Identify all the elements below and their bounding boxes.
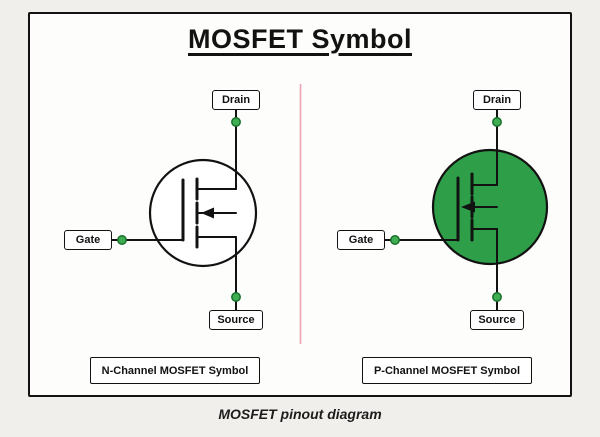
terminal-dot [492,292,502,302]
p-channel-caption-box: P-Channel MOSFET Symbol [362,357,532,384]
n-source-label: Source [209,310,263,330]
p-channel-symbol [384,109,549,311]
p-source-label: Source [470,310,524,330]
p-gate-label: Gate [337,230,385,250]
n-gate-label: Gate [64,230,112,250]
p-drain-label: Drain [473,90,521,110]
n-channel-arrow-icon [201,207,214,219]
terminal-dot [231,117,241,127]
n-channel-caption-box: N-Channel MOSFET Symbol [90,357,260,384]
footer-caption: MOSFET pinout diagram [218,406,382,422]
terminal-dot [231,292,241,302]
n-drain-label: Drain [212,90,260,110]
p-channel-arrow-icon [461,201,475,213]
terminal-dot [492,117,502,127]
n-channel-symbol [111,109,258,311]
diagram-title: MOSFET Symbol [187,24,413,54]
terminal-dot [390,235,400,245]
terminal-dot [117,235,127,245]
